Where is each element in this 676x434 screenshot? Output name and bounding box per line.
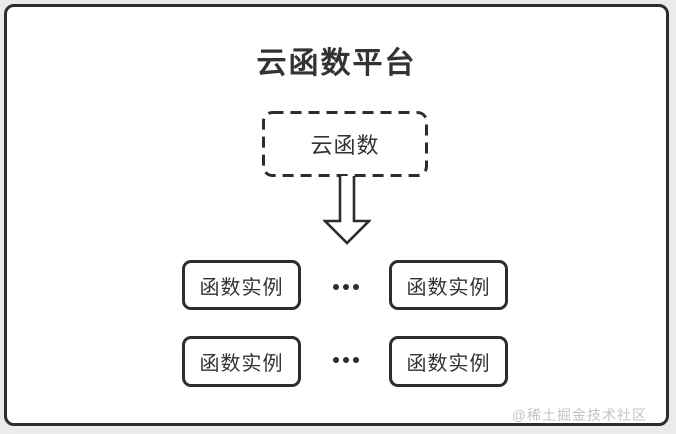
diagram-card: 云函数平台 云函数 函数实例 函数实例 函数实例 函数实例 @稀土掘金技术社区 <box>4 4 669 426</box>
cloud-function-label: 云函数 <box>310 133 380 158</box>
function-instance-box: 函数实例 <box>182 336 301 387</box>
ellipsis-dots <box>333 283 359 291</box>
function-instance-box: 函数实例 <box>182 260 301 310</box>
function-instance-box: 函数实例 <box>389 260 508 310</box>
function-instance-box: 函数实例 <box>389 336 508 387</box>
cloud-function-node: 云函数 <box>262 111 428 177</box>
dot <box>353 284 359 290</box>
dot <box>343 357 349 363</box>
dot <box>333 284 339 290</box>
page-title: 云函数平台 <box>256 47 417 80</box>
down-arrow-icon <box>323 176 371 245</box>
ellipsis-dots <box>333 356 359 364</box>
dot <box>353 357 359 363</box>
dot <box>333 357 339 363</box>
dashed-border <box>262 111 428 177</box>
dot <box>343 284 349 290</box>
watermark: @稀土掘金技术社区 <box>511 407 647 423</box>
